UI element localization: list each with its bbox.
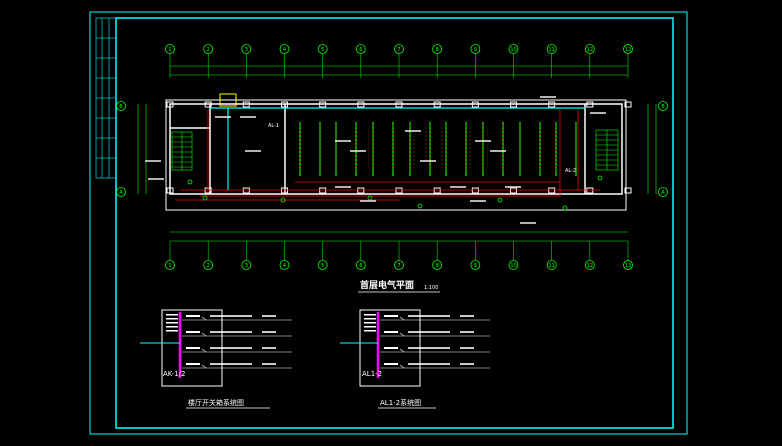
schedule-right: AL1-2 [340,309,490,387]
grid-bubble-13: 13 [623,241,633,270]
stair-left [171,131,193,171]
grid-bubble-11: 11 [546,44,557,78]
circuit-tags [145,96,606,224]
svg-text:8: 8 [436,263,439,269]
svg-text:11: 11 [548,47,554,53]
grid-bubble-13: 13 [623,44,633,78]
svg-text:1: 1 [168,47,171,53]
svg-text:B: B [661,104,665,110]
svg-text:12: 12 [587,47,593,53]
grid-bubble-12: 12 [584,241,595,270]
grid-bubble-B: B [658,101,668,111]
svg-text:7: 7 [397,263,400,269]
svg-text:5: 5 [321,263,324,269]
svg-text:1: 1 [168,263,171,269]
svg-text:4: 4 [283,47,286,53]
panel-code-left: AK-1/2 [163,370,185,378]
grid-bubble-B: B [116,101,126,111]
svg-text:13: 13 [625,263,631,269]
svg-text:10: 10 [510,47,516,53]
power-circuits [175,110,600,201]
grid-bubble-3: 3 [241,44,252,78]
grid-bubble-2: 2 [203,241,214,270]
panel-code-right: AL1-2 [362,370,382,378]
lighting-fixtures [187,122,603,211]
svg-text:8: 8 [436,47,439,53]
schedule-left: AK-1/2 [140,309,292,387]
grid-bubble-1: 1 [165,44,175,78]
grid-axis-rows: A A B B [116,101,668,197]
svg-text:9: 9 [474,263,477,269]
schedule-right-title: AL1-2系统图 [380,398,421,407]
svg-text:7: 7 [397,47,400,53]
grid-bubble-2: 2 [203,44,214,78]
schedule-left-title: 楼厅开关箱系统图 [188,398,244,407]
grid-bubble-10: 10 [508,241,519,270]
grid-bubble-7: 7 [394,241,404,270]
grid-bubble-A: A [116,187,126,197]
svg-text:3: 3 [245,47,248,53]
grid-bubble-10: 10 [508,44,519,78]
lighting-circuit [210,107,585,190]
grid-bubble-8: 8 [432,44,443,78]
svg-text:12: 12 [587,263,593,269]
grid-bubble-7: 7 [394,44,404,78]
svg-text:2: 2 [207,263,210,269]
binding-strip [95,17,117,179]
plan-title: 首层电气平面 [360,279,414,291]
stair-right [595,129,619,171]
svg-text:4: 4 [283,263,286,269]
column-pillars [166,101,632,194]
equipment-box [219,93,237,107]
grid-bubble-9: 9 [470,241,481,270]
svg-text:5: 5 [321,47,324,53]
grid-bubble-12: 12 [584,44,595,78]
grid-bubble-8: 8 [432,241,443,270]
svg-text:6: 6 [359,47,362,53]
svg-text:11: 11 [548,263,554,269]
svg-text:2: 2 [207,47,210,53]
grid-bubble-3: 3 [241,241,252,270]
grid-bubble-5: 5 [317,44,328,78]
svg-text:6: 6 [359,263,362,269]
grid-bubble-4: 4 [279,241,290,270]
outer-frame [89,11,688,435]
svg-text:A: A [119,190,123,196]
grid-bubble-11: 11 [546,241,557,270]
building-walls [165,99,627,211]
svg-text:3: 3 [245,263,248,269]
grid-bubble-9: 9 [470,44,481,78]
svg-text:9: 9 [474,47,477,53]
panel-label-al1: AL-1 [268,123,279,129]
plan-scale: 1:100 [424,285,438,291]
grid-bubble-4: 4 [279,44,290,78]
svg-text:13: 13 [625,47,631,53]
grid-bubble-5: 5 [317,241,328,270]
svg-text:A: A [661,190,665,196]
grid-bubble-6: 6 [355,241,366,270]
grid-bubble-1: 1 [165,241,175,270]
panel-label-al2: AL-2 [565,168,576,174]
grid-bubble-A: A [658,187,668,197]
svg-text:B: B [119,104,123,110]
inner-frame [115,17,674,429]
svg-text:10: 10 [510,263,516,269]
grid-bubble-6: 6 [355,44,366,78]
